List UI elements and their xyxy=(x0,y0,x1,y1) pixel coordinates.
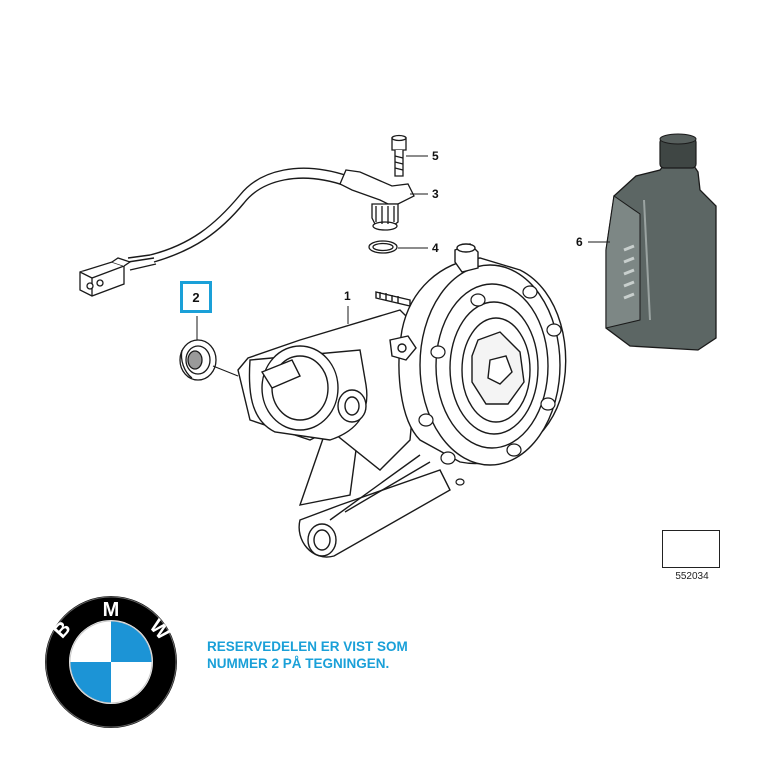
shaft-seal xyxy=(179,339,217,381)
notice-text: RESERVEDELEN ER VIST SOM NUMMER 2 PÅ TEG… xyxy=(207,638,527,672)
speed-sensor xyxy=(339,169,415,231)
bolt xyxy=(391,134,407,177)
o-ring xyxy=(368,240,398,254)
bmw-logo: B M W xyxy=(45,596,177,728)
callout-5: 5 xyxy=(432,149,439,163)
callout-3: 3 xyxy=(432,187,439,201)
callout-leaders xyxy=(196,155,610,340)
connector-plug xyxy=(79,257,132,297)
notice-line-1: RESERVEDELEN ER VIST SOM xyxy=(207,639,408,654)
callout-4: 4 xyxy=(432,241,439,255)
oil-bottle xyxy=(605,133,717,351)
wheel-bolts xyxy=(418,285,562,486)
sensor-cable xyxy=(127,167,349,271)
callout-1: 1 xyxy=(344,289,351,303)
reference-number: 552034 xyxy=(675,571,709,582)
callout-2-highlight: 2 xyxy=(180,281,212,313)
logo-letter-m: M xyxy=(103,599,120,621)
notice-line-2: NUMMER 2 PÅ TEGNINGEN. xyxy=(207,656,390,671)
callout-6: 6 xyxy=(576,235,583,249)
reference-box xyxy=(662,530,720,568)
final-drive-housing xyxy=(237,243,567,558)
